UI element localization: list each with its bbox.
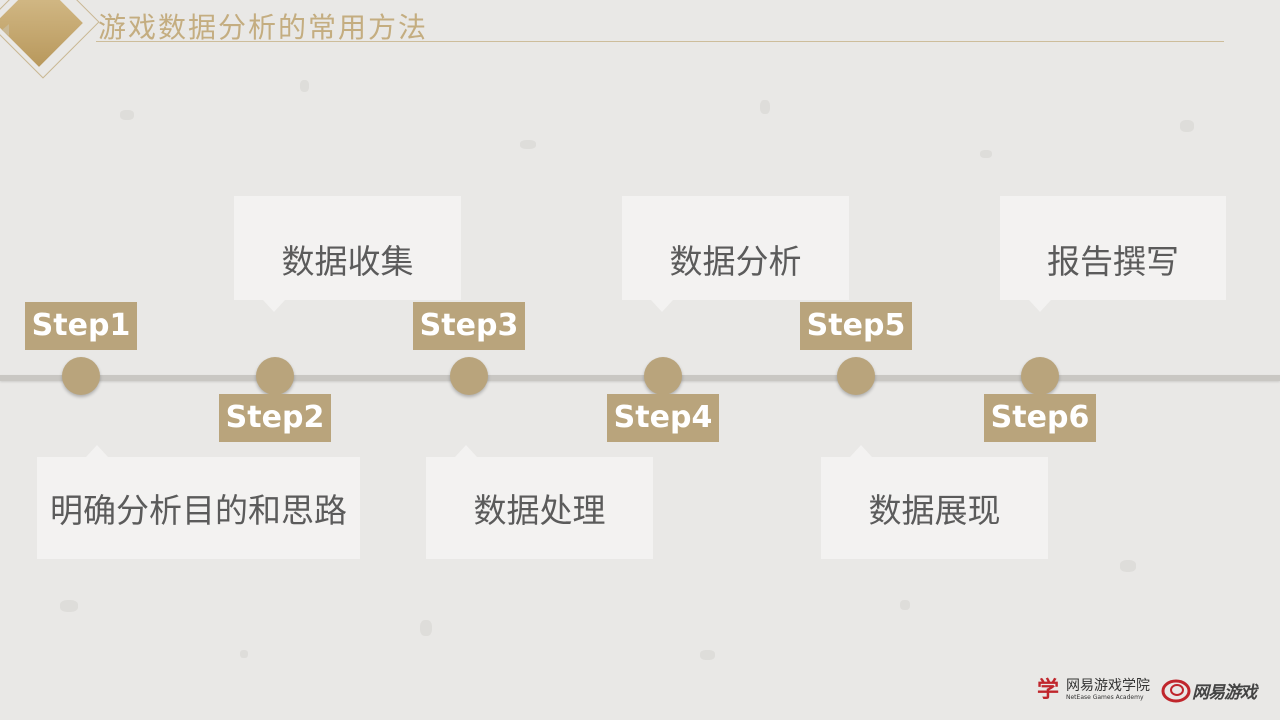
step4-card: 数据分析: [622, 196, 849, 312]
step4-card-text: 数据分析: [669, 242, 802, 281]
step1-card: 明确分析目的和思路: [37, 445, 360, 559]
brand-name: 网易游戏: [1192, 682, 1257, 703]
step3-card: 数据处理: [426, 445, 653, 559]
academy-logo: 学 网易游戏学院 NetEase Games Academy: [1036, 672, 1150, 708]
step4-label: Step4: [607, 394, 719, 442]
step1-label: Step1: [25, 302, 137, 350]
title-divider: [96, 41, 1224, 42]
step3-label: Step3: [413, 302, 525, 350]
timeline-dot-step6: [1021, 357, 1059, 395]
step1-card-text: 明确分析目的和思路: [50, 491, 347, 530]
step6-card-text: 报告撰写: [1047, 242, 1179, 281]
academy-name: 网易游戏学院: [1066, 678, 1150, 694]
timeline-line: [0, 375, 1280, 381]
triangle-left-icon: [2, 24, 9, 36]
gold-diamond-icon: [0, 0, 83, 67]
step6-label: Step6: [984, 394, 1096, 442]
timeline-dot-step4: [644, 357, 682, 395]
step2-label: Step2: [219, 394, 331, 442]
timeline-dot-step2: [256, 357, 294, 395]
academy-seal-icon: 学: [1036, 677, 1059, 703]
step3-card-text: 数据处理: [473, 491, 606, 530]
academy-english: NetEase Games Academy: [1066, 694, 1144, 701]
step5-card: 数据展现: [821, 445, 1048, 559]
timeline-dot-step3: [450, 357, 488, 395]
timeline-dot-step5: [837, 357, 875, 395]
step5-label: Step5: [800, 302, 912, 350]
netease-swirl-icon: [1161, 679, 1191, 703]
step2-card-text: 数据收集: [281, 242, 414, 281]
step6-card: 报告撰写: [1000, 196, 1226, 312]
step2-card: 数据收集: [234, 196, 461, 312]
timeline-dot-step1: [62, 357, 100, 395]
netease-games-logo: 网易游戏: [1160, 672, 1257, 708]
page-title: 游戏数据分析的常用方法: [98, 11, 429, 44]
step5-card-text: 数据展现: [868, 491, 1001, 530]
